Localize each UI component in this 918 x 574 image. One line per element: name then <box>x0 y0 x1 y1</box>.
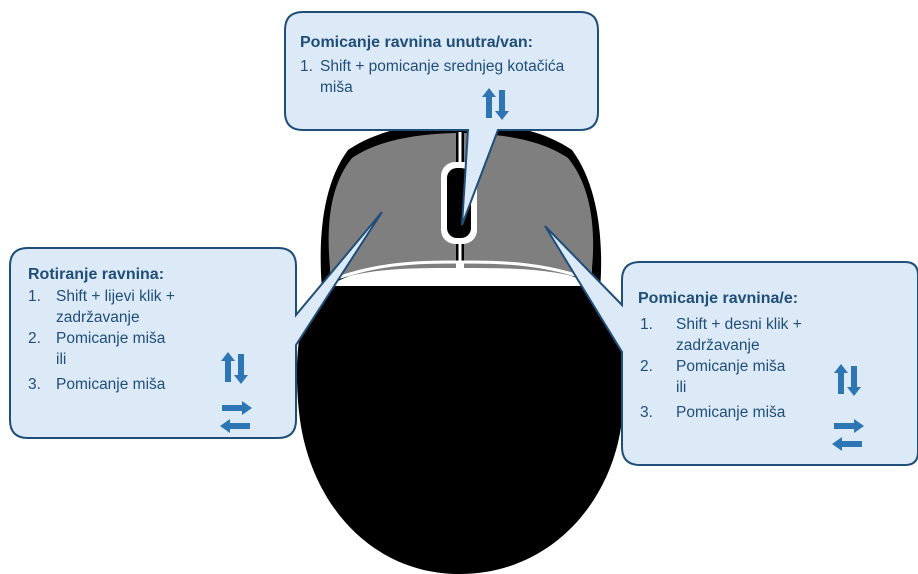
list-text: Pomicanje miša <box>56 330 166 347</box>
callout-left-bubble <box>9 211 383 439</box>
list-text: Shift + pomicanje srednjeg kotačića miša <box>320 58 565 96</box>
callout-right: Pomicanje ravnina/e: 1. Shift + desni kl… <box>638 290 910 423</box>
list-item: 3. Pomicanje miša <box>640 402 910 423</box>
list-subtext: ili <box>676 379 687 396</box>
callout-right-bubble <box>544 225 918 466</box>
list-item: 3. Pomicanje miša <box>28 374 278 395</box>
list-number: 1. <box>28 288 41 305</box>
callout-top: Pomicanje ravnina unutra/van: 1. Shift +… <box>300 34 580 98</box>
list-item: 2. Pomicanje miša ili <box>28 328 278 370</box>
list-text: Pomicanje miša <box>56 376 166 393</box>
list-number: 1. <box>640 316 653 333</box>
list-text: Shift + lijevi klik + zadržavanje <box>56 288 175 326</box>
list-item: 1. Shift + pomicanje srednjeg kotačića m… <box>300 56 580 98</box>
list-number: 2. <box>28 330 41 347</box>
list-number: 3. <box>640 404 653 421</box>
callout-left-title: Rotiranje ravnina: <box>28 266 165 283</box>
list-text: Pomicanje miša <box>676 358 786 375</box>
list-number: 2. <box>640 358 653 375</box>
callout-top-title: Pomicanje ravnina unutra/van: <box>300 34 533 51</box>
callout-left: Rotiranje ravnina: 1. Shift + lijevi kli… <box>28 266 278 395</box>
callout-right-list: 1. Shift + desni klik + zadržavanje 2. P… <box>640 314 910 423</box>
list-subtext: ili <box>56 351 67 368</box>
list-text: Pomicanje miša <box>676 404 786 421</box>
list-item: 1. Shift + lijevi klik + zadržavanje <box>28 286 278 328</box>
updown-arrow-icon <box>482 88 509 120</box>
mouse-body <box>296 286 626 574</box>
leftright-arrow-icon <box>220 401 252 433</box>
list-number: 3. <box>28 376 41 393</box>
callout-top-list: 1. Shift + pomicanje srednjeg kotačića m… <box>300 56 580 98</box>
list-number: 1. <box>300 58 313 75</box>
updown-arrow-icon <box>834 364 861 396</box>
list-text: Shift + desni klik + zadržavanje <box>676 316 802 354</box>
leftright-arrow-icon <box>832 419 864 451</box>
list-item: 1. Shift + desni klik + zadržavanje <box>640 314 910 356</box>
callout-left-list: 1. Shift + lijevi klik + zadržavanje 2. … <box>28 286 278 395</box>
callout-top-bubble <box>284 11 599 226</box>
updown-arrow-icon <box>221 352 248 384</box>
callout-right-title: Pomicanje ravnina/e: <box>638 290 799 307</box>
list-item: 2. Pomicanje miša ili <box>640 356 910 398</box>
